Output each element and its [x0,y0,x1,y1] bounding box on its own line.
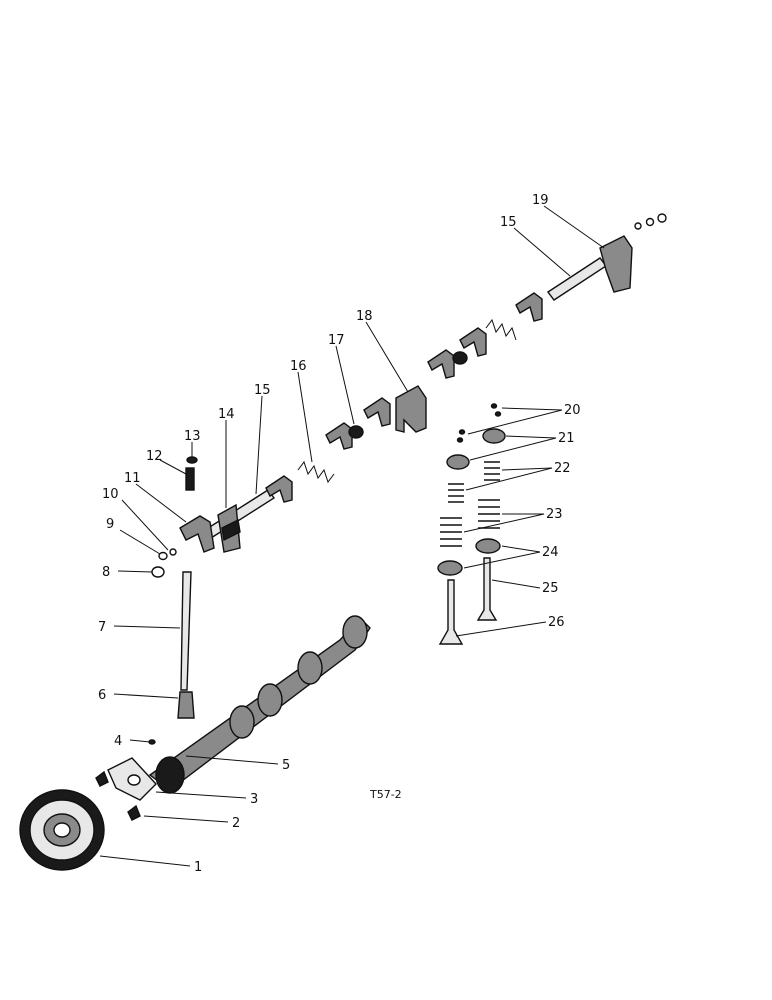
label-5: 5 [282,758,290,773]
camshaft-gear [19,789,105,871]
leader-lines [99,205,605,867]
label-9: 9 [106,517,114,532]
figure-code: T57-2 [369,788,402,801]
label-12: 12 [146,449,163,464]
label-20: 20 [564,403,581,418]
label-1: 1 [194,860,202,875]
label-22: 22 [554,461,571,476]
label-2: 2 [232,816,240,831]
label-26: 26 [548,615,565,630]
label-23: 23 [546,507,563,522]
label-24: 24 [542,545,559,560]
spring-16 [297,460,335,484]
label-15-upper: 15 [500,215,517,230]
label-10: 10 [102,487,119,502]
callout-labels: 1 2 3 4 5 6 7 8 9 10 11 12 13 14 15 16 1… [98,193,581,875]
spring-upper [485,318,517,341]
label-25: 25 [542,581,559,596]
label-15-lower: 15 [254,383,271,398]
valve-group [437,403,506,645]
label-19: 19 [532,193,549,208]
label-7: 7 [98,620,106,635]
label-11: 11 [124,471,141,486]
rocker-shaft-assembly [151,213,667,578]
label-14: 14 [218,407,235,422]
label-8: 8 [102,565,110,580]
label-4: 4 [114,734,122,749]
camshaft-group [19,571,371,871]
label-6: 6 [98,688,106,703]
label-3: 3 [250,792,258,807]
label-13: 13 [184,429,201,444]
label-21: 21 [558,431,575,446]
label-18: 18 [356,309,373,324]
label-17: 17 [328,333,345,348]
label-16: 16 [290,359,307,374]
